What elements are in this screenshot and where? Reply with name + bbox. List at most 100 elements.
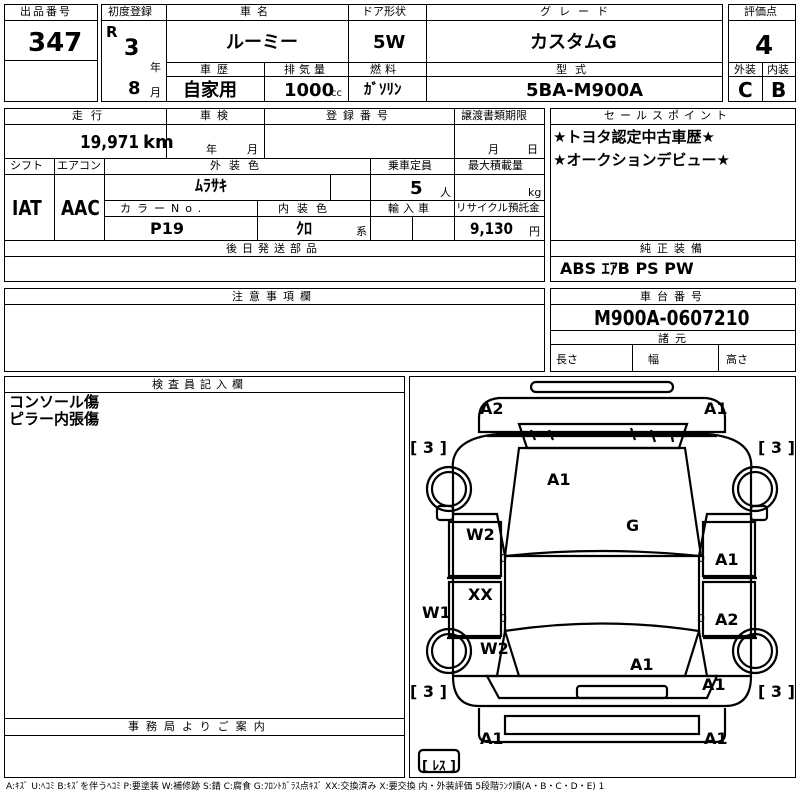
- ac-label: エアコン: [57, 159, 101, 172]
- inspector-line-2: ピラー内張傷: [9, 410, 100, 428]
- import-label: 輸入車: [388, 202, 433, 215]
- fuel-label: 燃料: [370, 63, 400, 76]
- displacement-label: 排気量: [284, 63, 329, 76]
- width-label: 幅: [648, 353, 659, 366]
- tire-rear-right-mark: [ 3 ]: [758, 682, 795, 701]
- car-name-label: 車名: [240, 5, 274, 18]
- first-registration-label: 初度登録: [108, 5, 152, 18]
- capacity-label: 乗車定員: [388, 159, 432, 172]
- displacement-unit: cc: [331, 88, 342, 99]
- damage-mark-left-sill: W1: [422, 603, 451, 622]
- specs-dims-label: 諸元: [658, 332, 692, 345]
- year-unit: 年: [150, 61, 161, 74]
- recycle-label: リサイクル預託金: [456, 202, 540, 214]
- max-load-unit: kg: [528, 186, 542, 199]
- damage-mark-left-quarter: W2: [480, 639, 509, 658]
- inspector-line-1: コンソール傷: [9, 393, 100, 411]
- inspection-label: 車検: [200, 109, 234, 122]
- mileage-label: 走行: [72, 109, 110, 122]
- damage-mark-rear-bumper-right: A1: [704, 729, 728, 748]
- displacement-value: 1000: [284, 80, 335, 101]
- damage-mark-trunk: A1: [630, 655, 654, 674]
- score-label: 評価点: [744, 5, 777, 18]
- zero-mark-1: 0: [500, 552, 507, 565]
- interior-color-unit: 系: [356, 225, 367, 238]
- score-value: 4: [755, 31, 774, 61]
- damage-mark-front-bumper-right: A1: [704, 399, 728, 418]
- inspection-month-unit: 月: [247, 143, 258, 156]
- history-value: 自家用: [183, 80, 237, 101]
- door-value: 5W: [373, 32, 406, 53]
- damage-mark-left-front-door: W2: [466, 525, 495, 544]
- exterior-score-value: C: [738, 78, 753, 102]
- zero-mark-3: 0: [698, 552, 705, 565]
- registration-label: 登録番号: [326, 109, 394, 122]
- shift-label: シフト: [10, 159, 43, 172]
- selling-point-2: ★オークションデビュー★: [553, 151, 730, 169]
- door-label: ドア形状: [362, 5, 406, 18]
- recycle-value: 9,130: [470, 219, 514, 238]
- selling-points-label: セールスポイント: [604, 109, 732, 122]
- month-unit: 月: [150, 86, 161, 99]
- zero-mark-2: 0: [500, 612, 507, 625]
- color-no-value: P19: [150, 219, 184, 238]
- damage-mark-right-rear-door: A2: [715, 610, 739, 629]
- chassis-value: M900A-0607210: [594, 306, 750, 330]
- lot-number-value: 347: [28, 28, 83, 58]
- damage-mark-right-front-door: A1: [715, 550, 739, 569]
- notes-label: 注意事項欄: [232, 290, 317, 303]
- year-value: 3: [124, 36, 140, 61]
- month-value: 8: [128, 78, 141, 99]
- equipment-value: ABS ｴｱB PS PW: [560, 259, 694, 278]
- damage-mark-hood: A1: [547, 470, 571, 489]
- office-label: 事務局よりご案内: [128, 720, 272, 733]
- model-value: 5BA-M900A: [526, 80, 644, 101]
- interior-color-value: ｸﾛ: [296, 219, 313, 238]
- exterior-color-label: 外装色: [210, 159, 267, 172]
- recycle-unit: 円: [529, 225, 540, 238]
- car-diagram: [417, 380, 779, 774]
- length-label: 長さ: [556, 353, 578, 366]
- era-value: R: [106, 23, 118, 41]
- exterior-score-label: 外装: [734, 63, 756, 76]
- chassis-label: 車台番号: [640, 290, 708, 303]
- damage-mark-front-bumper-left: A2: [480, 399, 504, 418]
- later-parts-label: 後日発送部品: [226, 242, 322, 255]
- damage-mark-rear-bumper-left: A1: [480, 729, 504, 748]
- transfer-month-unit: 月: [488, 143, 499, 156]
- history-label: 車歴: [200, 63, 234, 76]
- spare-tire-label: [ ﾚｽ ]: [422, 759, 456, 774]
- interior-score-value: B: [771, 78, 787, 102]
- tire-front-right-mark: [ 3 ]: [758, 438, 795, 457]
- tire-front-left-mark: [ 3 ]: [410, 438, 447, 457]
- model-label: 型式: [556, 63, 594, 76]
- damage-mark-right-quarter: A1: [702, 675, 726, 694]
- max-load-label: 最大積載量: [468, 159, 523, 172]
- ac-value: AAC: [61, 196, 100, 220]
- inspector-box: [4, 376, 405, 778]
- mileage-value: 19,971: [80, 132, 140, 153]
- grade-label: グレード: [540, 5, 616, 18]
- lot-number-label: 出品番号: [20, 5, 72, 18]
- interior-score-label: 内装: [767, 63, 789, 76]
- tire-rear-left-mark: [ 3 ]: [410, 682, 447, 701]
- interior-color-label: 内装色: [278, 202, 335, 215]
- color-no-label: カラーNo.: [120, 202, 208, 215]
- damage-mark-windshield: G: [626, 516, 640, 535]
- shift-value: IAT: [12, 196, 42, 220]
- selling-points-box: [550, 108, 796, 282]
- car-name-value: ルーミー: [226, 32, 298, 53]
- zero-mark-4: 0: [698, 612, 705, 625]
- equipment-label: 純正装備: [640, 242, 708, 255]
- transfer-day-unit: 日: [527, 143, 538, 156]
- height-label: 高さ: [726, 353, 748, 366]
- exterior-color-value: ﾑﾗｻｷ: [195, 176, 228, 195]
- mileage-unit: km: [143, 132, 174, 153]
- fuel-value: ｶﾞｿﾘﾝ: [364, 80, 402, 98]
- inspector-label: 検査員記入欄: [152, 378, 248, 391]
- transfer-label: 譲渡書類期限: [461, 109, 527, 122]
- notes-box: [4, 288, 545, 372]
- selling-point-1: ★トヨタ認定中古車歴★: [553, 128, 715, 146]
- capacity-value: 5: [410, 178, 423, 199]
- grade-value: カスタムG: [530, 32, 617, 53]
